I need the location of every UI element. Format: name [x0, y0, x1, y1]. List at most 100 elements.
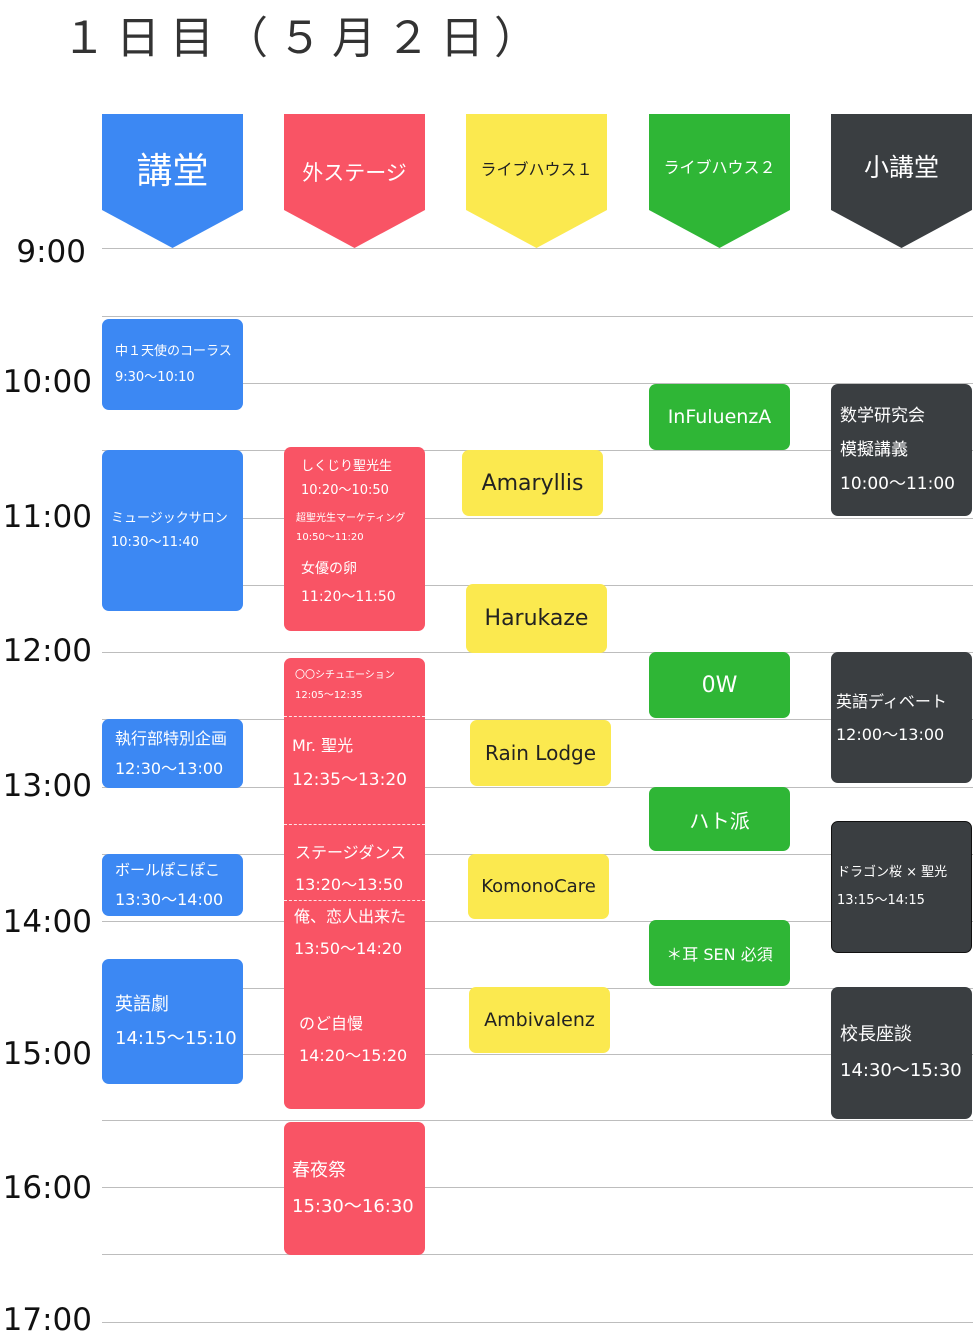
venue-label: ライブハウス１ [480, 160, 593, 179]
venue-arrow-shape [466, 114, 607, 248]
event-block[interactable]: 英語劇 14:15〜15:10 [102, 959, 243, 1084]
event-block[interactable]: InFuluenzA [649, 384, 790, 450]
event-time: 12:05〜12:35 [295, 690, 363, 701]
event-block[interactable]: ＊耳 SEN 必須 [649, 920, 790, 986]
event-block[interactable]: 〇〇シチュエーション 12:05〜12:35 Mr. 聖光 12:35〜13:2… [284, 658, 425, 1109]
event-segment: のど自慢 14:20〜15:20 [284, 978, 425, 1109]
gridline [102, 518, 973, 519]
hour-label: 17:00 [2, 1302, 92, 1338]
event-name: 校長座談 [840, 1024, 912, 1045]
event-time: 12:00〜13:00 [836, 724, 945, 744]
event-name: Rain Lodge [484, 741, 597, 765]
event-name: ＊耳 SEN 必須 [666, 945, 773, 964]
event-name: KomonoCare [481, 876, 596, 897]
event-time: 14:15〜15:10 [115, 1027, 237, 1049]
event-segment: 〇〇シチュエーション 12:05〜12:35 [284, 658, 425, 716]
event-time: 15:30〜16:30 [292, 1195, 414, 1217]
event-block[interactable]: 数学研究会 模擬講義 10:00〜11:00 [831, 384, 972, 516]
gridline [102, 787, 973, 788]
event-name: 中１天使のコーラス [115, 343, 232, 359]
event-block[interactable]: 執行部特別企画 12:30〜13:00 [102, 719, 243, 788]
gridline [102, 1322, 973, 1323]
gridline [102, 248, 973, 249]
event-time: 13:15〜14:15 [837, 893, 925, 908]
event-block[interactable]: Ambivalenz [469, 987, 610, 1053]
hour-label: 10:00 [2, 364, 92, 400]
event-name: ハト派 [689, 808, 750, 833]
event-name: ボールぽこぽこ [115, 861, 221, 879]
event-name: Mr. 聖光 [292, 736, 354, 755]
event-time: 12:30〜13:00 [115, 758, 224, 778]
hour-label: 11:00 [2, 499, 92, 535]
event-block[interactable]: ドラゴン桜 × 聖光 13:15〜14:15 [831, 821, 972, 953]
venue-label: 講堂 [136, 151, 209, 192]
gridline [102, 1187, 973, 1188]
gridline [102, 383, 973, 384]
hour-label: 9:00 [16, 234, 86, 270]
gridline [102, 719, 973, 720]
event-segment: Mr. 聖光 12:35〜13:20 [284, 716, 425, 824]
event-name: 〇〇シチュエーション [295, 670, 395, 681]
hour-label: 16:00 [2, 1170, 92, 1206]
hour-label: 13:00 [2, 768, 92, 804]
event-name: 模擬講義 [840, 440, 908, 460]
event-block[interactable]: ミュージックサロン 10:30〜11:40 [102, 450, 243, 611]
event-name: ミュージックサロン [111, 510, 228, 526]
gridline [102, 1054, 973, 1055]
event-name: Amaryllis [481, 470, 584, 496]
event-time: 13:50〜14:20 [294, 939, 403, 958]
event-time: 12:35〜13:20 [292, 770, 407, 790]
event-block[interactable]: ボールぽこぽこ 13:30〜14:00 [102, 854, 243, 916]
event-name: しくじり聖光生 [301, 459, 393, 474]
event-block[interactable]: Harukaze [466, 584, 607, 653]
event-block[interactable]: 0W [649, 652, 790, 718]
event-name: Ambivalenz [484, 1009, 595, 1031]
venue-arrow-shape [831, 114, 972, 248]
event-name: 英語ディベート [836, 691, 947, 711]
event-block[interactable]: Rain Lodge [470, 720, 611, 786]
event-name: のど自慢 [299, 1014, 364, 1033]
event-block[interactable]: KomonoCare [468, 854, 609, 919]
event-block[interactable]: ハト派 [649, 787, 790, 851]
event-segment: 俺、恋人出来た 13:50〜14:20 [284, 900, 425, 978]
event-segment: ステージダンス 13:20〜13:50 [284, 824, 425, 900]
event-name: 春夜祭 [292, 1159, 346, 1181]
hour-label: 14:00 [2, 904, 92, 940]
event-name: 数学研究会 [840, 406, 925, 426]
hour-label: 12:00 [2, 633, 92, 669]
page-title: １日目（５月２日） [62, 13, 548, 64]
event-block[interactable]: Amaryllis [462, 450, 603, 516]
event-block[interactable]: 中１天使のコーラス 9:30〜10:10 [102, 319, 243, 410]
venue-header-small-hall: 小講堂 [831, 114, 972, 248]
event-time: 9:30〜10:10 [115, 369, 195, 385]
event-time: 13:30〜14:00 [115, 890, 224, 909]
venue-arrow-shape [284, 114, 425, 248]
venue-header-livehouse-1: ライブハウス１ [466, 114, 607, 248]
venue-label: 外ステージ [302, 161, 407, 185]
event-name: 女優の卵 [301, 561, 357, 577]
venue-label: ライブハウス２ [663, 158, 776, 177]
event-time: 10:00〜11:00 [840, 474, 955, 494]
event-time: 11:20〜11:50 [301, 589, 396, 605]
event-block[interactable]: 英語ディベート 12:00〜13:00 [831, 652, 972, 783]
venue-arrow-shape [102, 114, 243, 248]
event-time: 10:20〜10:50 [301, 483, 389, 498]
event-name: 執行部特別企画 [115, 728, 228, 748]
event-block[interactable]: 校長座談 14:30〜15:30 [831, 987, 972, 1119]
hour-label: 15:00 [2, 1036, 92, 1072]
venue-header-livehouse-2: ライブハウス２ [649, 114, 790, 248]
event-time: 13:20〜13:50 [295, 875, 404, 894]
event-block[interactable]: しくじり聖光生 10:20〜10:50 超聖光生マーケティング 10:50〜11… [284, 447, 425, 631]
gridline [102, 1120, 973, 1121]
event-time: 14:30〜15:30 [840, 1060, 962, 1081]
event-name: ステージダンス [295, 843, 407, 862]
gridline [102, 1254, 973, 1255]
event-time: 10:30〜11:40 [111, 534, 199, 550]
venue-header-outdoor-stage: 外ステージ [284, 114, 425, 248]
venue-label: 小講堂 [863, 153, 939, 182]
event-block[interactable]: 春夜祭 15:30〜16:30 [284, 1122, 425, 1255]
event-name: 俺、恋人出来た [294, 907, 407, 926]
gridline [102, 316, 973, 317]
event-name: 超聖光生マーケティング [296, 513, 406, 524]
event-name: 0W [701, 672, 738, 698]
